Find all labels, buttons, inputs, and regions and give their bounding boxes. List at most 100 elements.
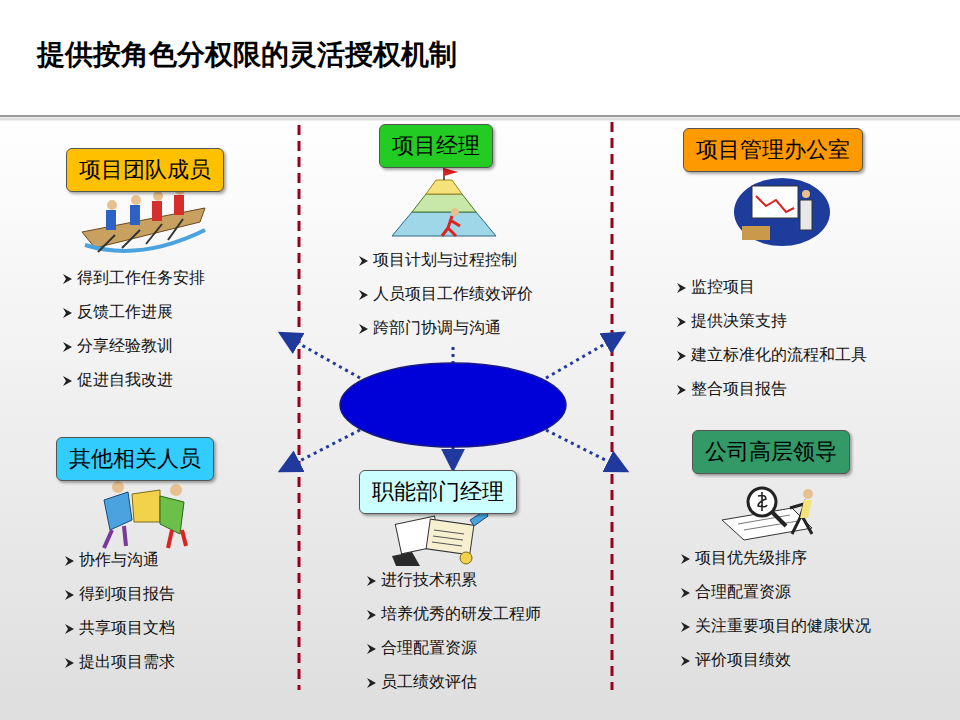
duty-list: 得到工作任务安排反馈工作进展分享经验教训促进自我改进 — [62, 268, 205, 404]
duty-item: 监控项目 — [676, 277, 867, 311]
bullet-arrow — [62, 341, 73, 353]
duty-text: 关注重要项目的健康状况 — [695, 616, 871, 635]
bullet-arrow — [366, 575, 377, 587]
role-heading: 项目经理 — [379, 124, 493, 168]
bullet-arrow — [62, 375, 73, 387]
duty-item: 员工绩效评估 — [366, 672, 541, 706]
role-box: 其他相关人员协作与沟通得到项目报告共享项目文档提出项目需求 — [56, 437, 214, 481]
duty-list: 项目优先级排序合理配置资源关注重要项目的健康状况评价项目绩效 — [680, 548, 871, 684]
duty-text: 项目计划与过程控制 — [373, 250, 517, 269]
title-band — [0, 0, 960, 115]
duty-text: 合理配置资源 — [381, 638, 477, 657]
bullet-arrow — [676, 316, 687, 328]
duty-item: 得到项目报告 — [64, 584, 175, 618]
bullet-arrow — [358, 289, 369, 301]
duty-item: 项目计划与过程控制 — [358, 250, 533, 284]
bullet-arrow — [676, 384, 687, 396]
bullet-arrow — [64, 589, 75, 601]
bullet-arrow — [680, 655, 691, 667]
duty-item: 提供决策支持 — [676, 311, 867, 345]
duty-item: 得到工作任务安排 — [62, 268, 205, 302]
bullet-arrow — [366, 677, 377, 689]
duty-list: 协作与沟通得到项目报告共享项目文档提出项目需求 — [64, 550, 175, 686]
role-heading: 项目管理办公室 — [683, 128, 863, 172]
title-shadow — [0, 118, 960, 121]
bullet-arrow — [64, 657, 75, 669]
duty-text: 促进自我改进 — [77, 370, 173, 389]
duty-item: 分享经验教训 — [62, 336, 205, 370]
duty-text: 提供决策支持 — [691, 311, 787, 330]
duty-item: 合理配置资源 — [680, 582, 871, 616]
bullet-arrow — [366, 643, 377, 655]
duty-text: 建立标准化的流程和工具 — [691, 345, 867, 364]
duty-item: 协作与沟通 — [64, 550, 175, 584]
duty-list: 监控项目提供决策支持建立标准化的流程和工具整合项目报告 — [676, 277, 867, 413]
title-rule — [0, 115, 960, 117]
documents-illustration — [392, 510, 488, 566]
bullet-arrow — [62, 273, 73, 285]
center-ellipse — [340, 363, 566, 447]
rowing-illustration — [82, 185, 205, 252]
page-title: 提供按角色分权限的灵活授权机制 — [37, 36, 457, 74]
bullet-arrow — [680, 553, 691, 565]
bullet-arrow — [676, 282, 687, 294]
presentation-illustration — [734, 178, 830, 246]
role-box: 项目经理项目计划与过程控制人员项目工作绩效评价跨部门协调与沟通 — [379, 124, 493, 168]
divider-line — [611, 122, 614, 690]
duty-text: 跨部门协调与沟通 — [373, 318, 501, 337]
duty-text: 培养优秀的研发工程师 — [381, 604, 541, 623]
duty-list: 项目计划与过程控制人员项目工作绩效评价跨部门协调与沟通 — [358, 250, 533, 352]
duty-text: 分享经验教训 — [77, 336, 173, 355]
duty-text: 协作与沟通 — [79, 550, 159, 569]
duty-item: 人员项目工作绩效评价 — [358, 284, 533, 318]
duty-text: 整合项目报告 — [691, 379, 787, 398]
duty-item: 进行技术积累 — [366, 570, 541, 604]
role-heading: 项目团队成员 — [66, 148, 224, 192]
duty-item: 关注重要项目的健康状况 — [680, 616, 871, 650]
role-arrows — [282, 334, 625, 470]
role-box: 项目团队成员得到工作任务安排反馈工作进展分享经验教训促进自我改进 — [66, 148, 224, 192]
duty-text: 得到项目报告 — [79, 584, 175, 603]
role-box: 项目管理办公室监控项目提供决策支持建立标准化的流程和工具整合项目报告 — [683, 128, 863, 172]
bullet-arrow — [64, 623, 75, 635]
duty-text: 提出项目需求 — [79, 652, 175, 671]
bullet-arrow — [680, 587, 691, 599]
duty-item: 促进自我改进 — [62, 370, 205, 404]
duty-text: 人员项目工作绩效评价 — [373, 284, 533, 303]
duty-text: 评价项目绩效 — [695, 650, 791, 669]
finance-illustration — [722, 488, 813, 540]
duty-list: 进行技术积累培养优秀的研发工程师合理配置资源员工绩效评估 — [366, 570, 541, 706]
duty-item: 合理配置资源 — [366, 638, 541, 672]
duty-text: 监控项目 — [691, 277, 755, 296]
bullet-arrow — [358, 255, 369, 267]
duty-item: 整合项目报告 — [676, 379, 867, 413]
role-heading: 公司高层领导 — [692, 430, 850, 474]
duty-text: 反馈工作进展 — [77, 302, 173, 321]
bullet-arrow — [64, 555, 75, 567]
bullet-arrow — [366, 609, 377, 621]
duty-item: 建立标准化的流程和工具 — [676, 345, 867, 379]
duty-text: 共享项目文档 — [79, 618, 175, 637]
duty-item: 反馈工作进展 — [62, 302, 205, 336]
duty-item: 跨部门协调与沟通 — [358, 318, 533, 352]
people-illustration — [104, 481, 186, 548]
duty-text: 得到工作任务安排 — [77, 268, 205, 287]
bullet-arrow — [62, 307, 73, 319]
role-heading: 职能部门经理 — [359, 470, 517, 514]
bullet-arrow — [680, 621, 691, 633]
duty-item: 提出项目需求 — [64, 652, 175, 686]
duty-text: 合理配置资源 — [695, 582, 791, 601]
duty-item: 培养优秀的研发工程师 — [366, 604, 541, 638]
divider-line — [298, 125, 301, 690]
bullet-arrow — [676, 350, 687, 362]
duty-text: 进行技术积累 — [381, 570, 477, 589]
role-box: 职能部门经理进行技术积累培养优秀的研发工程师合理配置资源员工绩效评估 — [359, 470, 517, 514]
duty-text: 员工绩效评估 — [381, 672, 477, 691]
bullet-arrow — [358, 323, 369, 335]
climb-illustration — [392, 168, 496, 236]
role-box: 公司高层领导项目优先级排序合理配置资源关注重要项目的健康状况评价项目绩效 — [692, 430, 850, 474]
duty-item: 项目优先级排序 — [680, 548, 871, 582]
duty-text: 项目优先级排序 — [695, 548, 807, 567]
role-heading: 其他相关人员 — [56, 437, 214, 481]
duty-item: 评价项目绩效 — [680, 650, 871, 684]
